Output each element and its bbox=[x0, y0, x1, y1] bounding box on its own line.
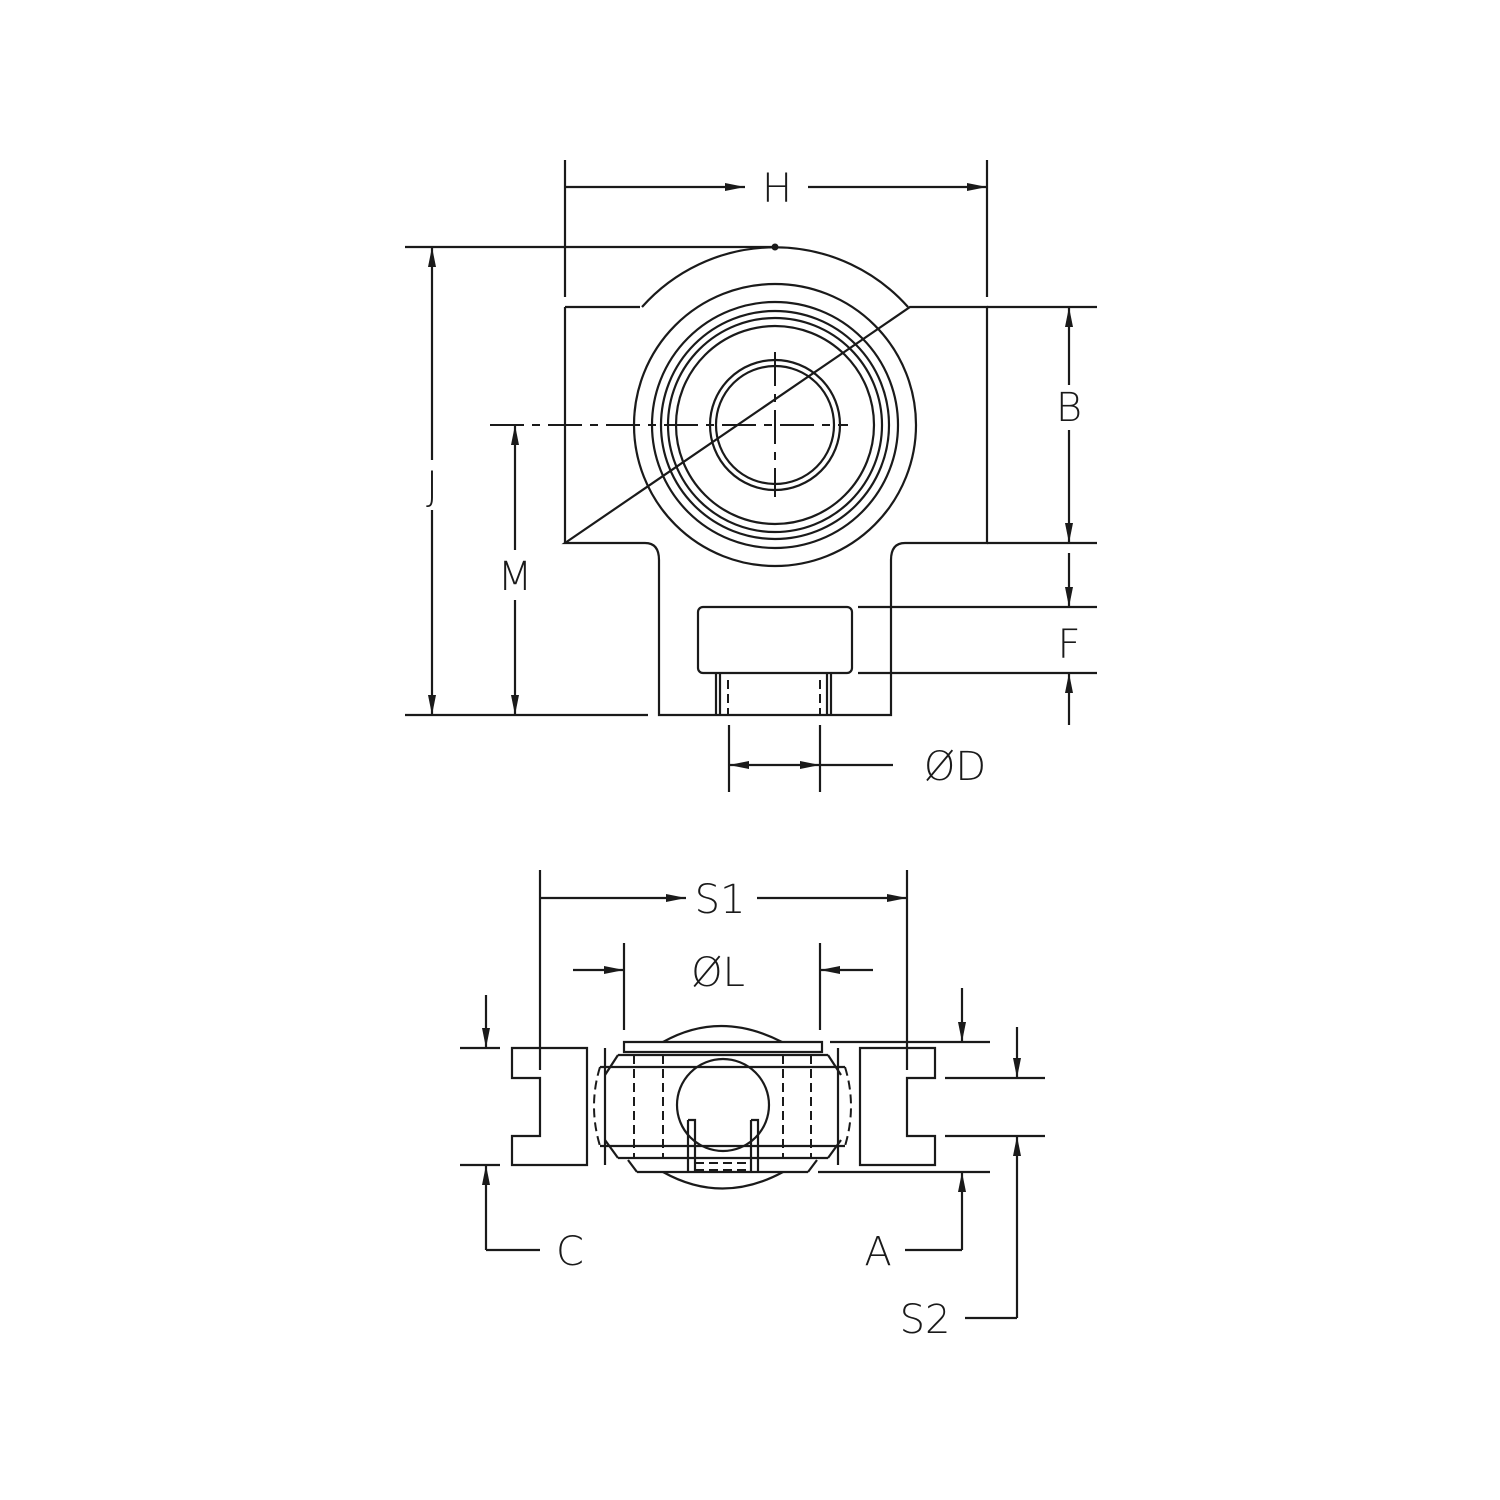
centerline bbox=[490, 352, 848, 497]
bolt-hole bbox=[714, 673, 833, 715]
housing-outline bbox=[561, 305, 989, 717]
dim-label-a: A bbox=[864, 1229, 891, 1275]
base-left bbox=[510, 1046, 589, 1167]
dim-label-h: H bbox=[762, 166, 792, 212]
shaft-circle bbox=[675, 1057, 771, 1153]
dim-label-l: ØL bbox=[691, 950, 745, 996]
dim-label-c: C bbox=[556, 1229, 584, 1275]
slot bbox=[696, 605, 854, 675]
dim-label-s2: S2 bbox=[900, 1297, 951, 1343]
front-dimensions: H J M B F ØD bbox=[405, 160, 1097, 792]
dim-label-s1: S1 bbox=[695, 877, 746, 923]
dim-label-d: ØD bbox=[924, 744, 986, 790]
bottom-view bbox=[510, 1024, 937, 1190]
dim-label-f: F bbox=[1057, 622, 1080, 668]
front-view bbox=[490, 243, 989, 717]
bottom-dimensions: S1 ØL C A S2 bbox=[460, 870, 1045, 1343]
housing-cap-arc bbox=[641, 246, 909, 308]
dim-label-j: J bbox=[426, 464, 438, 510]
base-right bbox=[858, 1046, 937, 1167]
dim-label-m: M bbox=[498, 554, 533, 600]
dim-label-b: B bbox=[1056, 385, 1082, 431]
